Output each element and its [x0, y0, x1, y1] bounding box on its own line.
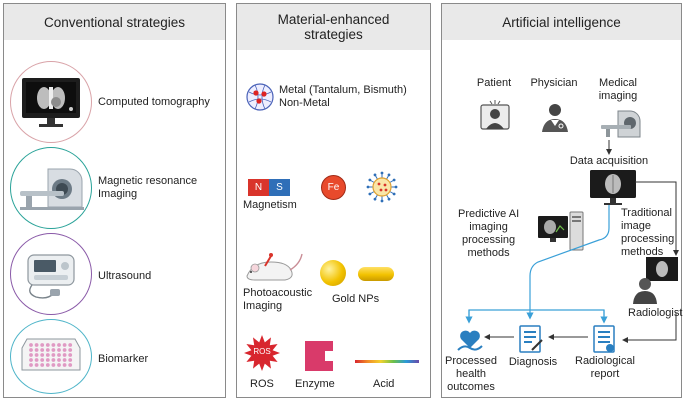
- physician-label: Physician: [530, 77, 578, 89]
- mouse-icon: [246, 253, 303, 281]
- metal-nanoparticle-icon: [246, 83, 274, 111]
- ultrasound-device-icon: [27, 254, 75, 299]
- photoacoustic-label: Photoacoustic Imaging: [243, 287, 313, 312]
- magnetism-label: Magnetism: [243, 199, 297, 211]
- mri-scanner-icon: [20, 168, 84, 210]
- medical-scanner-icon: [601, 110, 641, 138]
- ai-blue-path: [526, 205, 610, 320]
- ros-badge: ROS: [253, 347, 271, 356]
- material-panel: Material-enhanced strategies Metal (Tant…: [236, 3, 431, 398]
- mri-label: Magnetic resonance Imaging: [98, 175, 198, 200]
- gold-rod: [358, 267, 394, 281]
- arrow-acquisition-to-radiologist: [635, 181, 679, 256]
- functionalized-nanoparticle-icon: [366, 171, 398, 203]
- ros-label: ROS: [250, 378, 274, 390]
- ct-label: Computed tomography: [98, 96, 210, 108]
- gold-sphere: [320, 260, 346, 286]
- report-icon: [593, 325, 615, 353]
- metal-label: Metal (Tantalum, Bismuth) Non-Metal: [279, 84, 407, 109]
- fe-particle: Fe: [321, 175, 346, 200]
- ct-monitor-icon: [22, 78, 80, 127]
- ai-blue-branch: [468, 309, 605, 316]
- physician-icon: [542, 104, 568, 132]
- conventional-panel: Conventional strategies Computed tomogra…: [3, 3, 226, 398]
- medical-imaging-label: Medical imaging: [598, 77, 638, 102]
- diagnosis-label: Diagnosis: [508, 356, 558, 368]
- conventional-title: Conventional strategies: [4, 4, 225, 40]
- ros-burst-icon: [244, 335, 280, 371]
- ultrasound-label: Ultrasound: [98, 270, 152, 282]
- arrow-radiologist-to-report: [622, 313, 677, 343]
- outcomes-label: Processed health outcomes: [445, 355, 497, 393]
- acid-label: Acid: [373, 378, 395, 390]
- well-plate-icon: [21, 338, 81, 371]
- ph-scale-bar: [355, 360, 419, 363]
- magnet-north: N: [248, 179, 269, 196]
- biomarker-label: Biomarker: [98, 353, 149, 365]
- brain-scan-monitor-icon: [590, 170, 636, 205]
- patient-icon: [480, 100, 510, 130]
- traditional-label: Traditional image processing methods: [621, 207, 675, 258]
- diagnosis-icon: [519, 325, 543, 353]
- radiologist-icon: [633, 278, 657, 304]
- health-outcome-icon: [457, 330, 483, 351]
- report-label: Radiological report: [575, 355, 635, 380]
- ai-workstation-icon: [538, 211, 584, 251]
- gold-label: Gold NPs: [332, 293, 380, 305]
- material-title: Material-enhanced strategies: [237, 4, 430, 50]
- magnet-south: S: [269, 179, 290, 196]
- patient-label: Patient: [476, 77, 512, 89]
- radiologist-label: Radiologist: [628, 307, 683, 319]
- enzyme-label: Enzyme: [295, 378, 335, 390]
- ai-panel: Artificial intelligence Patient Physicia…: [441, 3, 682, 398]
- data-acquisition-label: Data acquisition: [569, 155, 649, 167]
- enzyme-icon: [305, 341, 333, 371]
- radiologist-screen-icon: [646, 257, 678, 281]
- predictive-ai-label: Predictive AI imaging processing methods: [458, 208, 520, 259]
- ai-title: Artificial intelligence: [442, 4, 681, 40]
